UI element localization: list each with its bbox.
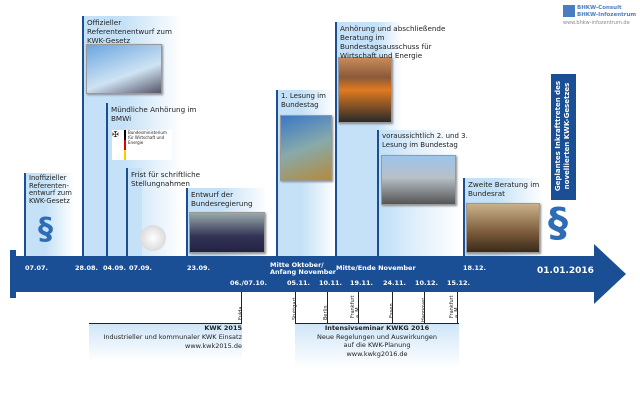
committee-room-image <box>338 57 392 123</box>
date-label: 07.07. <box>25 264 49 272</box>
event-city: Hannover <box>421 297 427 322</box>
event-city: Berlin <box>323 305 329 320</box>
paragraph-icon: § <box>38 212 53 247</box>
milestone-text: Anhörung und abschließende Beratung im B… <box>340 24 446 60</box>
date-label: 28.08. <box>75 264 99 272</box>
justitia-image <box>86 44 162 94</box>
bundesrat-image <box>466 203 540 253</box>
milestone-text: 1. Lesung im Bundestag <box>281 92 326 109</box>
date-label: 04.09. <box>103 264 127 272</box>
date-label: 23.09. <box>187 264 211 272</box>
event-tick <box>358 292 359 324</box>
kwk2015-link[interactable]: www.kwk2015.de <box>185 342 242 350</box>
bmwi-logo-text: Bundesministerium für Wirtschaft und Ene… <box>128 130 167 145</box>
event-city: Stuttgart <box>292 297 298 320</box>
milestone-text: Frist für schriftliche Stellungnahmen <box>131 170 201 188</box>
event-tick <box>424 292 425 324</box>
seminar-line1: Neue Regelungen und Auswirkungen <box>317 332 437 341</box>
date-label: 07.09. <box>129 264 153 272</box>
eagle-icon: ✠ <box>112 130 119 139</box>
timeline-arrowhead <box>594 244 626 304</box>
event-date: 24.11. <box>383 279 407 287</box>
timeline-start-cap <box>10 250 16 298</box>
event-city: Fulda <box>238 306 244 320</box>
date-label: 18.12. <box>463 264 487 272</box>
seminar-line2: auf die KWK-Planung <box>343 341 411 349</box>
seminar-title: Intensivseminar KWKG 2016 <box>324 324 430 332</box>
event-city: Frankfurt a. M. <box>350 295 361 318</box>
final-milestone-text: Geplantes Inkrafttreten des novellierten… <box>554 80 571 192</box>
figure-with-watch-icon <box>140 225 166 251</box>
logo-line2: BHKW-Infozentrum <box>577 12 637 18</box>
final-date-label: 01.01.2016 <box>537 266 594 276</box>
logo-url: www.bhkw-infozentrum.de <box>563 20 630 26</box>
event-date: 06./07.10. <box>230 279 267 287</box>
milestone-text: Mündliche Anhörung im BMWi <box>111 105 197 123</box>
kwk2015-subtitle: Industrieller und kommunaler KWK Einsatz <box>103 333 242 341</box>
timeline-arrow <box>14 256 596 292</box>
event-date: 10.11. <box>319 279 343 287</box>
logo-line1: BHKW-Consult <box>577 5 622 11</box>
reichstag-image <box>280 115 332 181</box>
milestone-text: Entwurf der Bundesregierung <box>191 190 253 208</box>
kwk2015-box: KWK 2015 Industrieller und kommunaler KW… <box>89 323 242 361</box>
milestone-text: voraussichtlich 2. und 3. Lesung im Bund… <box>382 132 468 149</box>
milestone-text: Inoffizieller Referenten-entwurf zum KWK… <box>29 174 72 205</box>
event-tick <box>392 292 393 324</box>
event-tick <box>241 292 242 324</box>
date-label: Mitte Oktober/ Anfang November <box>270 261 337 276</box>
bmwi-logo: ✠ Bundesministerium für Wirtschaft und E… <box>112 130 172 160</box>
seminar-box: Intensivseminar KWKG 2016 Neue Regelunge… <box>295 323 459 368</box>
event-date: 05.11. <box>287 279 311 287</box>
kwk2015-title: KWK 2015 <box>204 324 242 332</box>
seminar-link[interactable]: www.kwkg2016.de <box>346 349 408 358</box>
event-date: 19.11. <box>350 279 374 287</box>
reichstag-flag-image <box>381 155 456 205</box>
event-date: 15.12. <box>447 279 471 287</box>
event-city: Frankfurt a. M. <box>449 295 460 318</box>
milestone-inoffiziell: Inoffizieller Referenten-entwurf zum KWK… <box>24 173 74 257</box>
final-milestone-box: Geplantes Inkrafttreten des novellierten… <box>551 74 576 200</box>
event-city: Essen <box>389 303 395 318</box>
bundestag-plenary-image <box>189 212 265 253</box>
paragraph-globe-icon: § <box>548 200 568 246</box>
event-date: 10.12. <box>415 279 439 287</box>
logo: BHKW-Consult BHKW-Infozentrum www.bhkw-i… <box>563 5 639 31</box>
event-tick <box>327 292 328 324</box>
logo-icon <box>563 5 575 17</box>
milestone-text: Offizieller Referentenentwurf zum KWK-Ge… <box>87 18 172 45</box>
milestone-text: Zweite Beratung im Bundesrat <box>468 180 540 198</box>
seminar-bracket <box>295 292 458 324</box>
flag-stripe <box>124 130 126 160</box>
date-label: Mitte/Ende November <box>336 264 416 272</box>
